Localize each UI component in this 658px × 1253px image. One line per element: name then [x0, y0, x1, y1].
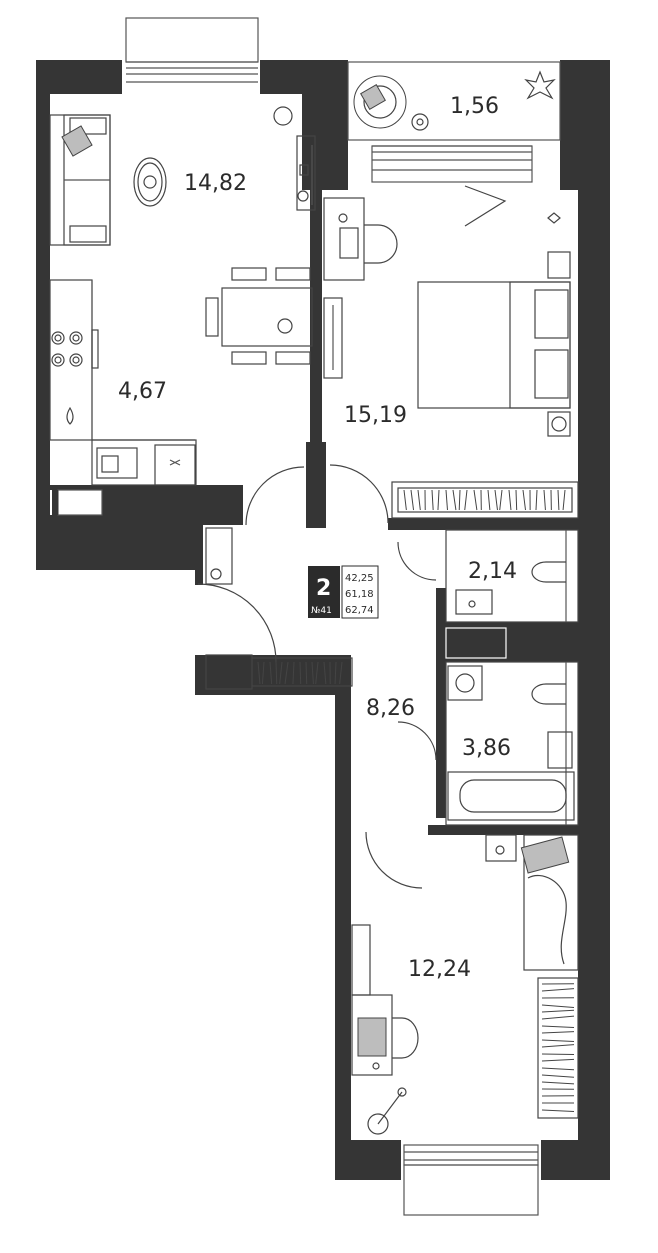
badge-area-1: 42,25 [345, 573, 374, 584]
bedroom [324, 198, 578, 518]
walls [36, 55, 610, 1184]
hall [198, 186, 505, 888]
wardrobe-hatching [542, 984, 574, 1112]
area-balcony: 1,56 [450, 94, 499, 119]
wardrobe-hatching [404, 490, 565, 510]
area-bathroom: 3,86 [462, 736, 511, 761]
badge-rooms: 2 [316, 576, 331, 601]
badge-area-2: 61,18 [345, 589, 374, 600]
area-hall: 8,26 [366, 696, 415, 721]
apartment-badge: 2 №41 42,25 61,18 62,74 [308, 566, 378, 618]
area-bedroom: 15,19 [344, 403, 407, 428]
area-toilet: 2,14 [468, 559, 517, 584]
windows [52, 18, 538, 1215]
living-room [50, 107, 315, 485]
area-child-room: 12,24 [408, 957, 471, 982]
badge-apartment-number: №41 [311, 606, 332, 616]
area-kitchen: 4,67 [118, 379, 167, 404]
badge-area-3: 62,74 [345, 605, 374, 616]
area-living: 14,82 [184, 171, 247, 196]
